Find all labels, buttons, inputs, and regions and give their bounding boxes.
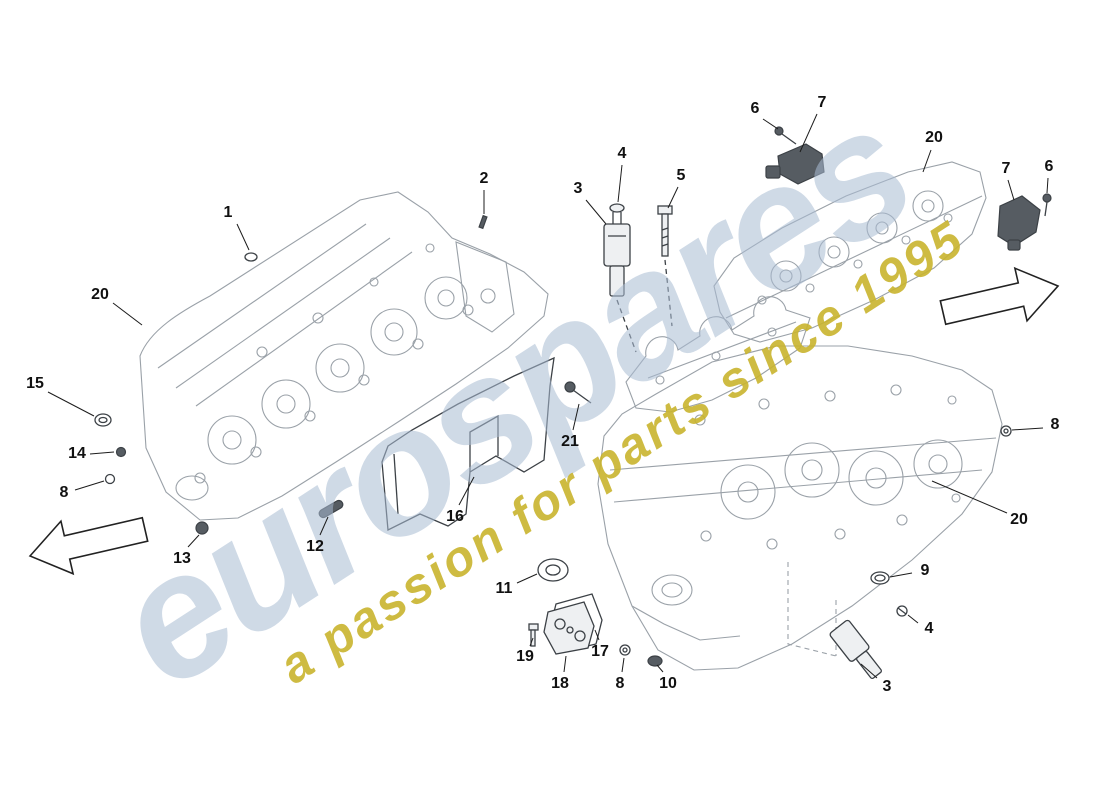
leader-line-7 [1007,179,1015,201]
leader-line-12 [319,516,329,536]
leader-line-4 [617,164,623,203]
right-cylinder-head [597,345,1003,671]
leader-line-7 [799,113,818,153]
camshaft-housing [713,161,987,343]
ring-item-9 [870,571,890,585]
plug-item-4-right [896,605,908,617]
camshaft-bridge [625,296,811,413]
flange-item-18 [543,601,595,655]
sensor-item-3-right [829,619,882,680]
stud-item-2 [478,214,488,230]
bolt-item-5 [657,205,673,327]
leader-line-21 [572,403,580,431]
left-cylinder-head [139,191,549,521]
leader-line-4 [907,614,919,624]
oring-item-1 [244,252,258,262]
camshaft-sensor-item-7-right [997,195,1041,251]
plug-item-14 [115,446,127,458]
baffle-plate [381,356,555,532]
cap-item-11 [537,558,569,582]
leader-line-20 [931,480,1008,514]
leader-line-8 [74,480,105,491]
direction-arrow-left [28,516,149,576]
bolt-item-6-right [1042,193,1052,217]
leader-line-3 [860,663,878,679]
plug-item-15 [94,413,112,427]
leader-line-10 [656,664,664,673]
direction-arrow-right [939,266,1060,326]
leader-line-15 [47,391,95,417]
leader-line-13 [187,534,200,548]
bolt-item-21 [564,381,592,404]
leader-line-6 [1046,177,1049,194]
leader-line-9 [889,572,913,578]
leader-line-18 [563,655,567,673]
nut-item-8-mid [619,644,631,656]
plug-item-10 [647,655,663,667]
dowel-item-12 [318,499,344,519]
leader-line-17 [594,629,600,641]
sensor-item-3-top [603,203,637,353]
leader-line-20 [922,149,932,173]
leader-line-8 [621,657,625,673]
leader-line-8 [1011,427,1044,431]
plug-item-8-left [104,473,116,485]
leader-line-20 [112,302,143,326]
leader-line-19 [529,637,534,647]
leader-line-16 [458,476,475,506]
camshaft-sensor-item-7-left [765,143,825,185]
leader-line-14 [89,451,115,455]
leader-line-6 [762,118,779,130]
leader-line-1 [236,223,250,251]
plug-item-13 [195,521,209,535]
leader-line-5 [667,186,679,209]
plug-item-8-right [1000,425,1012,437]
leader-line-3 [585,199,607,225]
leader-line-11 [516,573,538,584]
bolt-item-6-left [774,126,797,145]
